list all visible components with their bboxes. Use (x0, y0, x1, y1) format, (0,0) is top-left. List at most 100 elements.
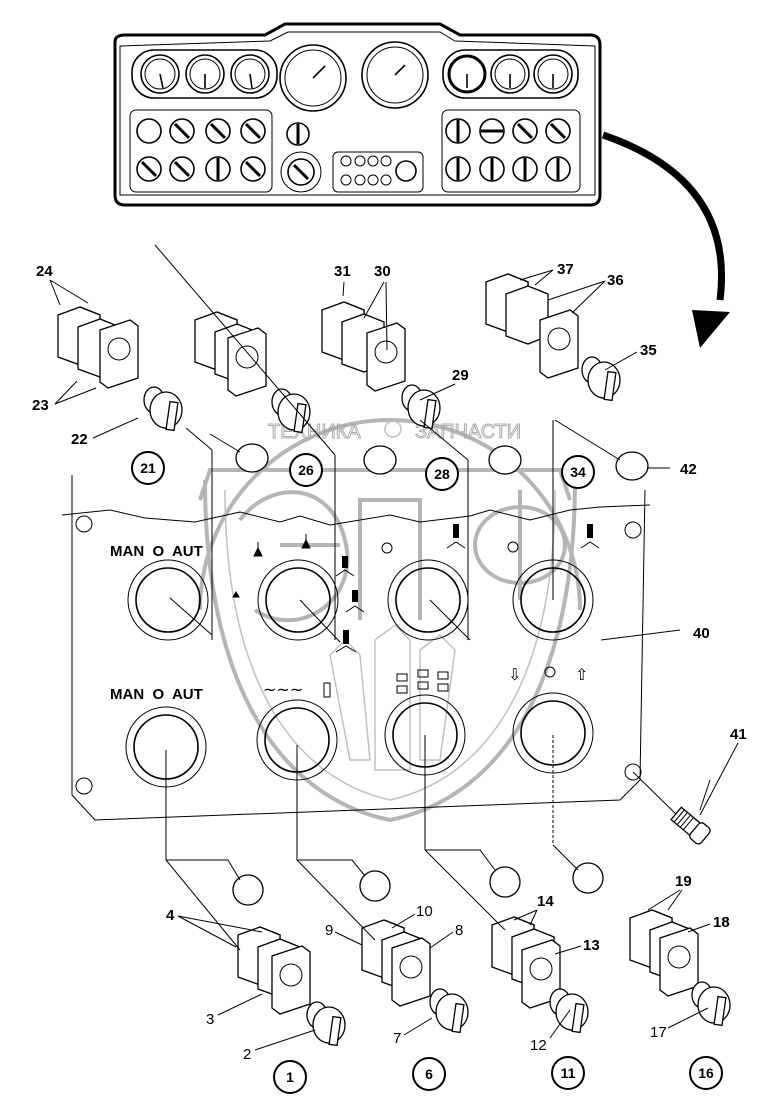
callout-41: 41 (730, 726, 747, 743)
dash-switch-bank-left (136, 118, 266, 182)
callout-22: 22 (71, 431, 88, 448)
dashboard-overview (113, 22, 602, 207)
knob-row2-1 (125, 706, 207, 860)
assembly-number: 28 (434, 466, 450, 482)
tachometer-gauge (279, 44, 347, 112)
selector-knob (549, 988, 589, 1034)
callout-9: 9 (325, 922, 333, 939)
callout-8: 8 (455, 922, 463, 939)
selector-knob (306, 1001, 346, 1047)
gauge-2 (185, 54, 225, 94)
assembly-number: 16 (698, 1065, 714, 1081)
callout-17: 17 (650, 1024, 667, 1041)
gauge-1 (140, 54, 180, 94)
mounting-holder (659, 927, 699, 997)
mounting-holder (366, 322, 406, 392)
assembly-circle-21: 21 (131, 451, 165, 485)
dash-switch-bank-right (445, 118, 571, 182)
gauge-4 (447, 54, 487, 94)
mode-label-row1: MAN O AUT (110, 543, 203, 560)
callout-36: 36 (607, 272, 624, 289)
assembly-circle-11: 11 (551, 1056, 585, 1090)
assembly-28 (321, 301, 441, 430)
callout-37: 37 (557, 261, 574, 278)
assembly-11 (491, 916, 589, 1034)
lamp-cap-row-top (235, 443, 649, 481)
callout-4: 4 (166, 907, 175, 924)
selector-knob (401, 384, 441, 430)
tool-position-icons (232, 524, 600, 678)
knob-row2-2 (256, 699, 338, 860)
selector-knob (271, 388, 311, 434)
callout-42: 42 (680, 461, 697, 478)
callout-2: 2 (243, 1046, 251, 1063)
mounting-holder (539, 309, 579, 379)
assembly-number: 21 (140, 460, 156, 476)
callout-31: 31 (334, 263, 351, 280)
switch-assemblies (57, 273, 731, 1047)
assembly-34 (485, 273, 621, 402)
knob-row2-3 (384, 694, 466, 850)
callout-3: 3 (206, 1011, 214, 1028)
gauge-5 (490, 54, 530, 94)
selector-knob (691, 981, 731, 1027)
assembly-16 (629, 909, 731, 1027)
lamp-cap-row-bottom (232, 862, 604, 906)
callout-30: 30 (374, 263, 391, 280)
assembly-number: 6 (425, 1066, 433, 1082)
wave-icon: ~~~ (263, 680, 303, 699)
assembly-circle-1: 1 (273, 1060, 307, 1094)
callout-35: 35 (640, 342, 657, 359)
gear-icon (384, 420, 402, 438)
assembly-number: 11 (561, 1065, 576, 1081)
selector-knob (581, 356, 621, 402)
selector-knob (429, 988, 469, 1034)
assembly-circle-6: 6 (412, 1057, 446, 1091)
knob-row2-4 (512, 692, 594, 845)
assembly-circle-28: 28 (425, 457, 459, 491)
callout-18: 18 (713, 914, 730, 931)
callout-10: 10 (416, 903, 433, 920)
assembly-number: 34 (570, 464, 586, 480)
screw-bolt (670, 806, 711, 845)
callout-13: 13 (583, 937, 600, 954)
arrow-down-icon: ⇩ (508, 665, 521, 684)
assembly-21 (57, 306, 183, 432)
assembly-circle-26: 26 (289, 453, 323, 487)
assembly-number: 1 (286, 1069, 294, 1085)
gauge-6 (533, 54, 573, 94)
mode-label-row2: MAN O AUT (110, 686, 203, 703)
knob-row1-4 (512, 559, 594, 641)
hitch-mode-icons (323, 669, 449, 698)
knob-row1-3 (387, 559, 471, 641)
mounting-holder (271, 945, 311, 1015)
arrow-up-icon: ⇧ (575, 665, 588, 684)
callout-7: 7 (393, 1030, 401, 1047)
assembly-circle-34: 34 (561, 455, 595, 489)
curved-arrow-icon (601, 131, 730, 348)
callout-12: 12 (530, 1037, 547, 1054)
assembly-1 (237, 926, 346, 1047)
callout-19: 19 (675, 873, 692, 890)
speedometer-gauge (361, 41, 429, 109)
switch-panel-plate: ~~~ ⇩ ⇧ MAN O AUT MAN O AUT (61, 420, 651, 860)
mounting-holder (391, 937, 431, 1007)
mounting-holder (99, 319, 139, 389)
assembly-26 (194, 311, 311, 434)
callout-14: 14 (537, 893, 554, 910)
warning-lamp-cluster (340, 155, 417, 186)
callout-29: 29 (452, 367, 469, 384)
mounting-holder (227, 327, 267, 397)
assembly-6 (361, 919, 469, 1034)
contact-block (485, 273, 549, 345)
assembly-circle-16: 16 (689, 1056, 723, 1090)
gauge-3 (230, 54, 270, 94)
knob-row1-2 (257, 559, 341, 643)
callout-labels: 24 23 22 31 30 29 37 36 35 42 40 41 4 3 … (32, 261, 747, 1063)
leader-lines (154, 244, 711, 951)
knob-row1-1 (127, 559, 213, 641)
selector-knob (143, 386, 183, 432)
callout-40: 40 (693, 625, 710, 642)
